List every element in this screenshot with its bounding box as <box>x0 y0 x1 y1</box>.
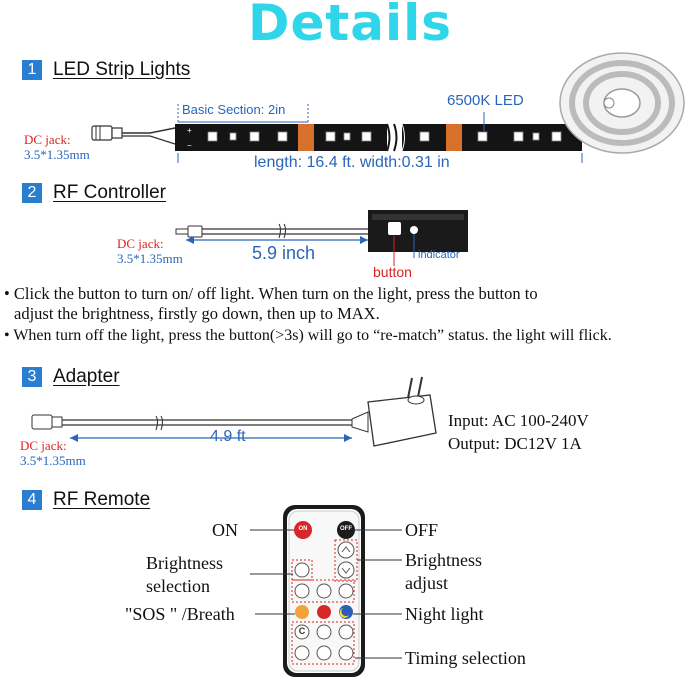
controller-box <box>368 210 468 252</box>
controller-dc-jack-size: 3.5*1.35mm <box>117 251 183 266</box>
adapter-cable-length: 4.9 ft <box>210 428 246 445</box>
remote-on-label: ON <box>212 520 238 540</box>
section-3-number: 3 <box>22 367 42 387</box>
svg-text:+: + <box>187 126 192 135</box>
strip-dimensions: length: 16.4 ft. width:0.31 in <box>254 154 450 171</box>
remote-on-button-icon <box>294 521 312 539</box>
remote-brightness-down-icon <box>337 561 355 579</box>
adapter-output: Output: DC12V 1A <box>448 434 582 453</box>
section-1-title: LED Strip Lights <box>53 59 191 80</box>
remote-off-text: OFF <box>340 526 352 532</box>
button-label: button <box>373 264 412 280</box>
indicator-label: indicator <box>418 249 460 261</box>
remote-brightness-up-icon <box>337 541 355 559</box>
adapter-input: Input: AC 100-240V <box>448 411 589 430</box>
indicator-icon <box>410 226 418 234</box>
remote-sos-button-icon <box>295 605 309 619</box>
remote-on-text: ON <box>298 526 308 532</box>
adapter-icon <box>351 376 437 447</box>
adapter-dc-jack-size: 3.5*1.35mm <box>20 453 86 468</box>
remote-control <box>283 505 365 677</box>
section-2-number: 2 <box>22 183 42 203</box>
basic-section-label: Basic Section: 2in <box>182 102 286 117</box>
section-2-title: RF Controller <box>53 182 166 203</box>
section-3-title: Adapter <box>53 366 120 387</box>
night-light-label: Night light <box>405 604 484 624</box>
led-strip: + − <box>175 123 582 152</box>
timing-selection-label: Timing selection <box>405 648 526 668</box>
instruction-1: • Click the button to turn on/ off light… <box>4 284 538 303</box>
svg-text:−: − <box>187 141 192 150</box>
adapter-dc-jack-label: DC jack: <box>20 438 67 453</box>
controller-button-icon <box>388 222 401 235</box>
brightness-adjust-line2: adjust <box>405 573 448 593</box>
sos-breath-label: "SOS " /Breath <box>125 604 235 624</box>
strip-dc-jack-label: DC jack: <box>24 132 71 147</box>
strip-dc-jack-icon <box>91 125 123 141</box>
section-4-title: RF Remote <box>53 489 151 510</box>
brightness-selection-line2: selection <box>146 576 210 596</box>
instruction-1-cont: adjust the brightness, firstly go down, … <box>14 304 380 323</box>
remote-off-label: OFF <box>405 520 439 540</box>
controller-dc-jack-label: DC jack: <box>117 236 164 251</box>
remote-c-text: C <box>298 626 306 636</box>
section-1-number: 1 <box>22 60 42 80</box>
led-type-label: 6500K LED <box>447 92 524 109</box>
brightness-selection-line1: Brightness <box>146 553 224 573</box>
strip-reel-icon <box>559 52 685 154</box>
instruction-2-text: When turn off the light, press the butto… <box>13 327 612 344</box>
strip-dc-jack-size: 3.5*1.35mm <box>24 147 90 162</box>
instruction-1-text: Click the button to turn on/ off light. … <box>13 284 538 303</box>
remote-off-button-icon <box>337 521 355 539</box>
controller-plug-icon <box>175 225 203 238</box>
instruction-2: • When turn off the light, press the but… <box>4 327 612 344</box>
page-title: Details <box>247 0 453 52</box>
section-4-number: 4 <box>22 490 42 510</box>
brightness-adjust-line1: Brightness <box>405 550 483 570</box>
controller-cable-length: 5.9 inch <box>252 243 316 263</box>
adapter-plug-icon <box>31 414 63 430</box>
remote-breath-button-icon <box>317 605 331 619</box>
